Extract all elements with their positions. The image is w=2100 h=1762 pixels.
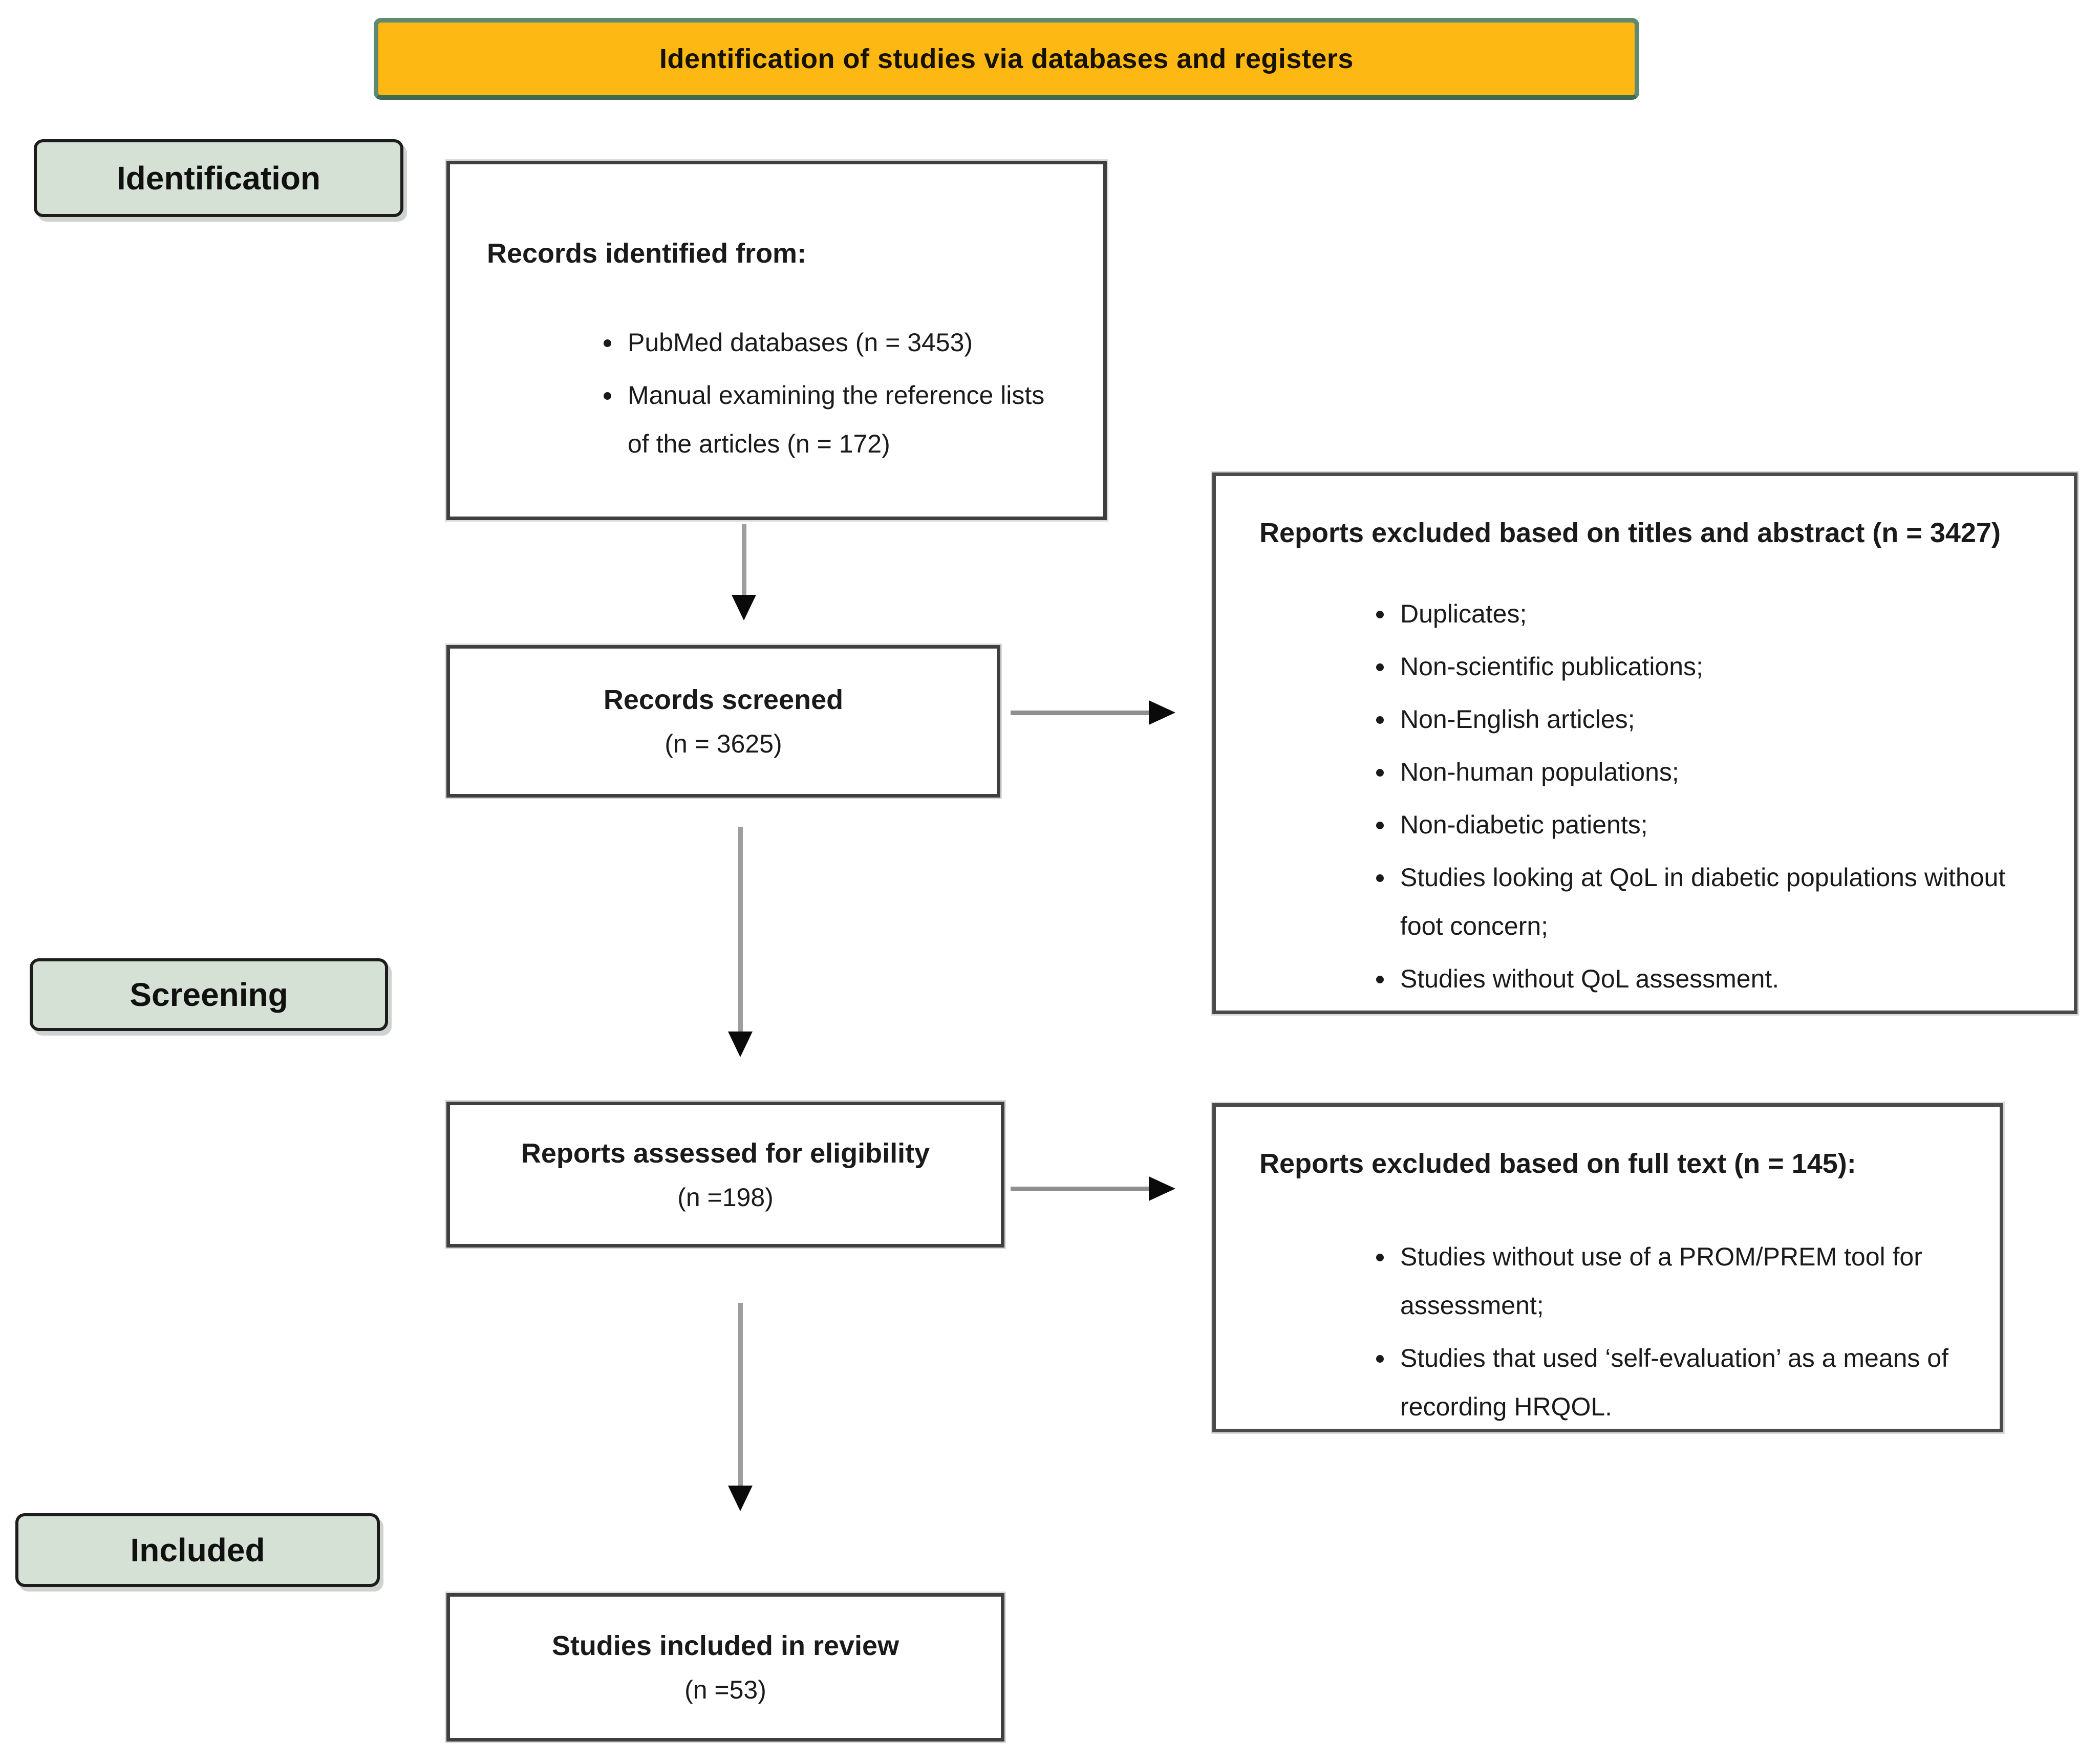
bullet-item: Studies without QoL assessment.: [1395, 955, 2038, 1003]
stage-label-text: Included: [130, 1532, 265, 1568]
arrow-line: [1011, 1187, 1150, 1191]
bullet-list: Duplicates;Non-scientific publications;N…: [1259, 590, 2038, 1003]
box-records-identified: Records identified from: PubMed database…: [446, 161, 1107, 520]
bullet-item: PubMed databases (n = 3453): [623, 318, 1073, 367]
arrow-line: [742, 524, 746, 598]
stage-label-screening: Screening: [30, 958, 388, 1031]
box-title: Studies included in review: [551, 1630, 899, 1661]
arrow-head-right-icon: [1149, 1176, 1175, 1201]
arrow-head-down-icon: [728, 1486, 753, 1511]
bullet-item: Non-human populations;: [1395, 748, 2038, 797]
box-title: Records identified from:: [487, 238, 807, 269]
arrow-head-down-icon: [728, 1032, 753, 1057]
stage-label-included: Included: [15, 1513, 380, 1587]
bullet-item: Non-scientific publications;: [1395, 642, 2038, 691]
stage-label-identification: Identification: [34, 139, 403, 217]
bullet-item: Studies without use of a PROM/PREM tool …: [1395, 1233, 1964, 1330]
box-count: (n =198): [677, 1183, 774, 1212]
bullet-list: Studies without use of a PROM/PREM tool …: [1259, 1233, 1964, 1431]
arrow-line: [1011, 711, 1150, 715]
box-reports-assessed: Reports assessed for eligibility (n =198…: [446, 1102, 1004, 1248]
box-title: Reports assessed for eligibility: [521, 1137, 930, 1169]
banner-label: Identification of studies via databases …: [659, 44, 1354, 74]
box-title: Records screened: [603, 684, 844, 715]
stage-label-text: Screening: [130, 976, 288, 1013]
bullet-item: Duplicates;: [1395, 590, 2038, 638]
box-reports-excluded-titles-abstract: Reports excluded based on titles and abs…: [1212, 472, 2077, 1014]
bullet-item: Studies looking at QoL in diabetic popul…: [1395, 853, 2038, 951]
box-title: Reports excluded based on full text (n =…: [1259, 1148, 1856, 1179]
box-count: (n = 3625): [665, 729, 782, 758]
box-count: (n =53): [684, 1675, 766, 1704]
bullet-item: Non-English articles;: [1395, 695, 2038, 744]
box-reports-excluded-full-text: Reports excluded based on full text (n =…: [1212, 1103, 2003, 1432]
bullet-list: PubMed databases (n = 3453)Manual examin…: [487, 318, 1073, 468]
arrow-head-right-icon: [1149, 700, 1175, 725]
box-title: Reports excluded based on titles and abs…: [1259, 518, 2001, 548]
stage-label-text: Identification: [116, 160, 321, 197]
bullet-item: Manual examining the reference lists of …: [623, 371, 1073, 468]
arrow-head-down-icon: [732, 595, 756, 620]
arrow-line: [738, 1303, 743, 1487]
arrow-line: [738, 827, 743, 1032]
bullet-item: Studies that used ‘self-evaluation’ as a…: [1395, 1334, 1964, 1431]
bullet-item: Non-diabetic patients;: [1395, 801, 2038, 849]
box-studies-included: Studies included in review (n =53): [446, 1593, 1004, 1742]
banner-identification-of-studies: Identification of studies via databases …: [374, 18, 1639, 100]
box-records-screened: Records screened (n = 3625): [446, 645, 1000, 798]
